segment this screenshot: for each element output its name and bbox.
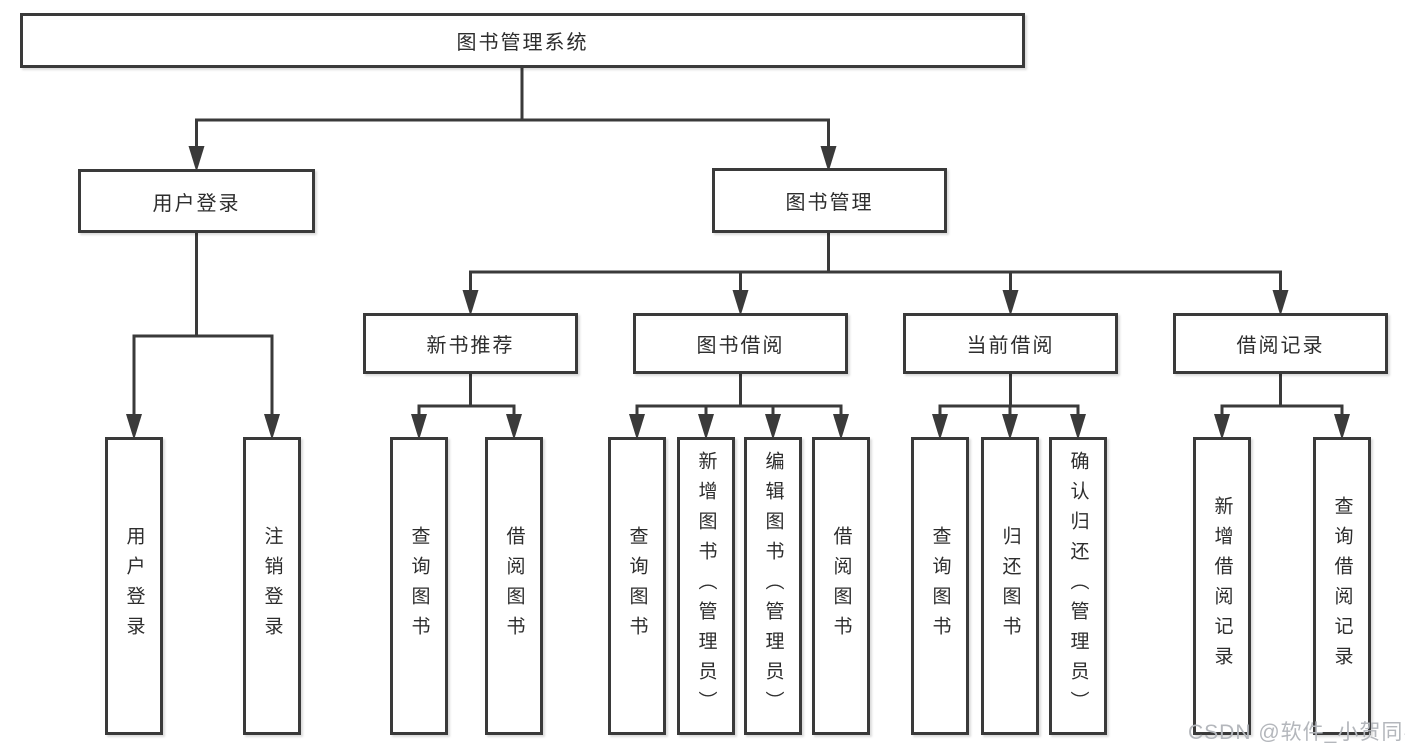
leaf-edit-book-admin: 编辑图书（管理员） [744, 437, 802, 735]
node-book-borrow-label: 图书借阅 [696, 335, 785, 357]
leaf-return-book-label: 归还图书 [999, 526, 1021, 646]
leaf-recommend-query-book-label: 查询图书 [408, 526, 430, 646]
node-new-book-recommend-label: 新书推荐 [426, 335, 515, 357]
node-root-library-system: 图书管理系统 [20, 13, 1025, 68]
connector-root-to-level2 [195, 64, 830, 152]
leaf-query-borrow-record-label: 查询借阅记录 [1331, 496, 1353, 676]
connector-user-login-children [132, 231, 274, 420]
node-book-management: 图书管理 [712, 168, 947, 233]
node-book-borrow: 图书借阅 [633, 313, 848, 374]
node-user-login-label: 用户登录 [152, 192, 241, 215]
node-current-borrow: 当前借阅 [903, 313, 1118, 374]
leaf-confirm-return-admin: 确认归还（管理员） [1049, 437, 1107, 735]
leaf-recommend-borrow-book: 借阅图书 [485, 437, 543, 735]
leaf-recommend-borrow-book-label: 借阅图书 [503, 526, 525, 646]
leaf-current-query-book-label: 查询图书 [929, 526, 951, 646]
connector-new-book-recommend-children [417, 372, 516, 420]
leaf-borrow-query-book-label: 查询图书 [626, 526, 648, 646]
node-borrow-records: 借阅记录 [1173, 313, 1388, 374]
node-new-book-recommend: 新书推荐 [363, 313, 578, 374]
leaf-borrow-book-label: 借阅图书 [830, 526, 852, 646]
node-user-login: 用户登录 [78, 169, 315, 233]
connector-book-borrow-children [635, 372, 843, 420]
connector-current-borrow-children [938, 372, 1080, 420]
leaf-add-book-admin-label: 新增图书（管理员） [695, 451, 717, 721]
node-root-label: 图书管理系统 [456, 32, 589, 54]
leaf-borrow-book: 借阅图书 [812, 437, 870, 735]
node-book-management-label: 图书管理 [785, 192, 874, 214]
leaf-edit-book-admin-label: 编辑图书（管理员） [762, 451, 784, 721]
leaf-logout-label: 注销登录 [261, 526, 283, 646]
node-current-borrow-label: 当前借阅 [966, 335, 1055, 357]
leaf-query-borrow-record: 查询借阅记录 [1313, 437, 1371, 735]
arrowheads [126, 146, 1350, 440]
leaf-borrow-query-book: 查询图书 [608, 437, 666, 735]
leaf-user-login: 用户登录 [105, 437, 163, 735]
csdn-watermark: CSDN @软件_小贺同学 [1188, 721, 1405, 744]
leaf-recommend-query-book: 查询图书 [390, 437, 448, 735]
leaf-return-book: 归还图书 [981, 437, 1039, 735]
leaf-add-borrow-record-label: 新增借阅记录 [1211, 496, 1233, 676]
leaf-add-borrow-record: 新增借阅记录 [1193, 437, 1251, 735]
connector-borrow-records-children [1220, 372, 1344, 420]
leaf-add-book-admin: 新增图书（管理员） [677, 437, 735, 735]
leaf-user-login-label: 用户登录 [123, 526, 145, 646]
leaf-current-query-book: 查询图书 [911, 437, 969, 735]
leaf-logout: 注销登录 [243, 437, 301, 735]
connector-book-management-children [469, 231, 1282, 296]
leaf-confirm-return-admin-label: 确认归还（管理员） [1067, 451, 1089, 721]
node-borrow-records-label: 借阅记录 [1236, 335, 1325, 357]
